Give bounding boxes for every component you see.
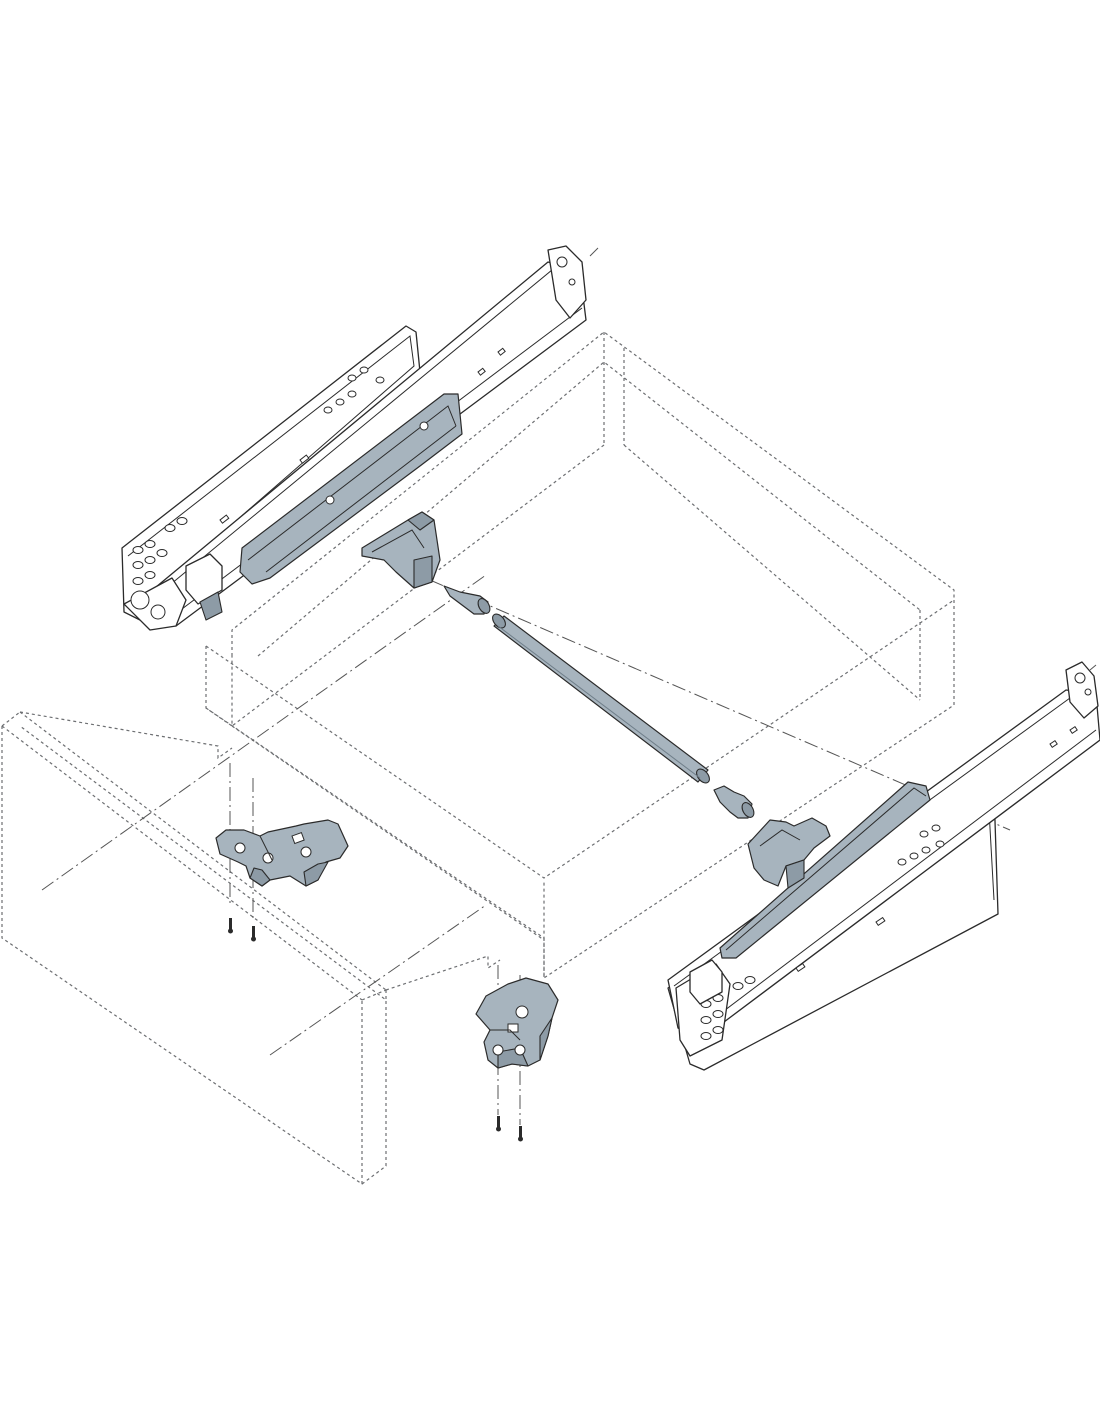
- drawer-front-panel-outline: [1, 711, 501, 1185]
- right-shaft-bracket: [747, 817, 831, 889]
- synchronisation-shaft-assembly: [361, 511, 831, 889]
- left-screws: [228, 918, 256, 942]
- left-shaft-bracket: [361, 511, 441, 589]
- right-front-fixing-bracket: [475, 977, 559, 1069]
- right-coupling-pin: [713, 785, 755, 819]
- left-sync-rack: [239, 393, 463, 585]
- left-front-fixing-bracket: [215, 819, 349, 887]
- construction-axis-lines: [41, 247, 1097, 1125]
- right-sync-rack: [719, 781, 931, 959]
- left-coupling-pin: [443, 585, 491, 615]
- sync-shaft: [492, 613, 710, 784]
- runner-mounting-holes-right: [700, 725, 1078, 1040]
- right-drawer-runner: [667, 661, 1100, 1071]
- left-drawer-runner: [121, 245, 587, 631]
- runner-mounting-holes: [132, 347, 506, 585]
- right-screws: [496, 1116, 523, 1142]
